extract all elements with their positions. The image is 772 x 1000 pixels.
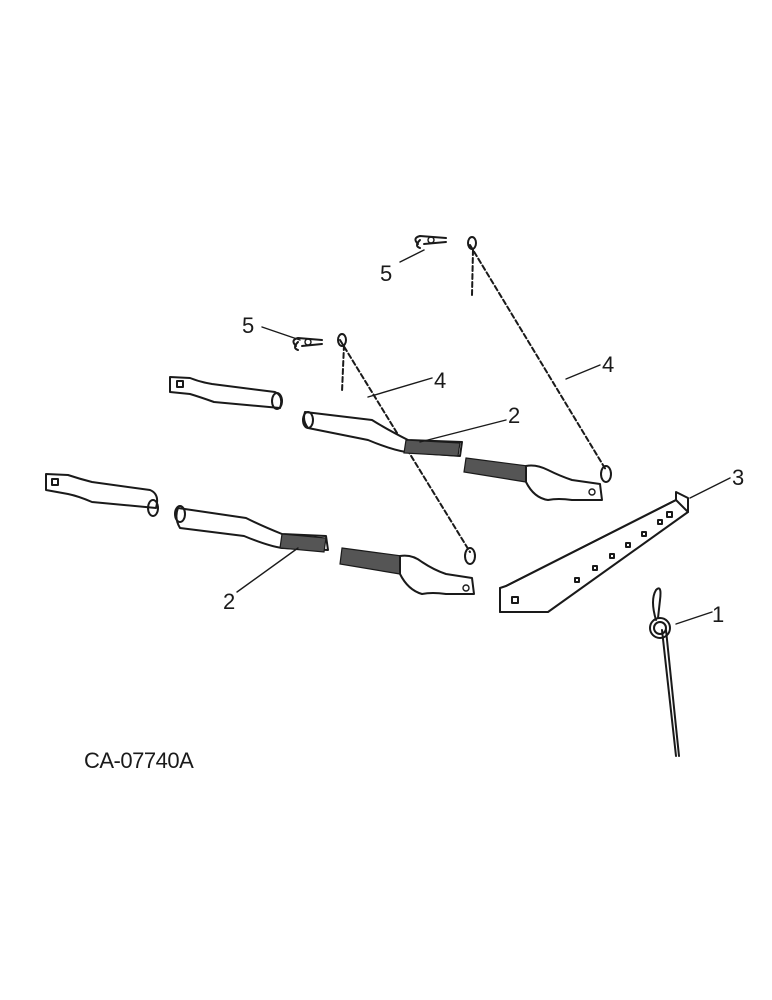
callout-bracket: 3 [732,465,744,490]
cotter-pin-rear [414,235,447,249]
leader-lines [236,249,731,625]
callout-pin-rear: 5 [380,261,392,286]
chain-rear [467,236,612,483]
spring [649,587,680,757]
cotter-pin-front [292,337,323,351]
callout-rod-rear: 2 [508,403,520,428]
figure-code: CA-07740A [84,748,194,773]
callout-rod-front: 2 [223,589,235,614]
bracket [499,491,689,613]
callout-chain-front: 4 [434,368,446,393]
callout-spring: 1 [712,602,724,627]
callout-pin-front: 5 [242,313,254,338]
stabilizer-rod-front [45,473,475,595]
stabilizer-rod-rear [169,376,603,501]
callout-chain-rear: 4 [602,352,614,377]
